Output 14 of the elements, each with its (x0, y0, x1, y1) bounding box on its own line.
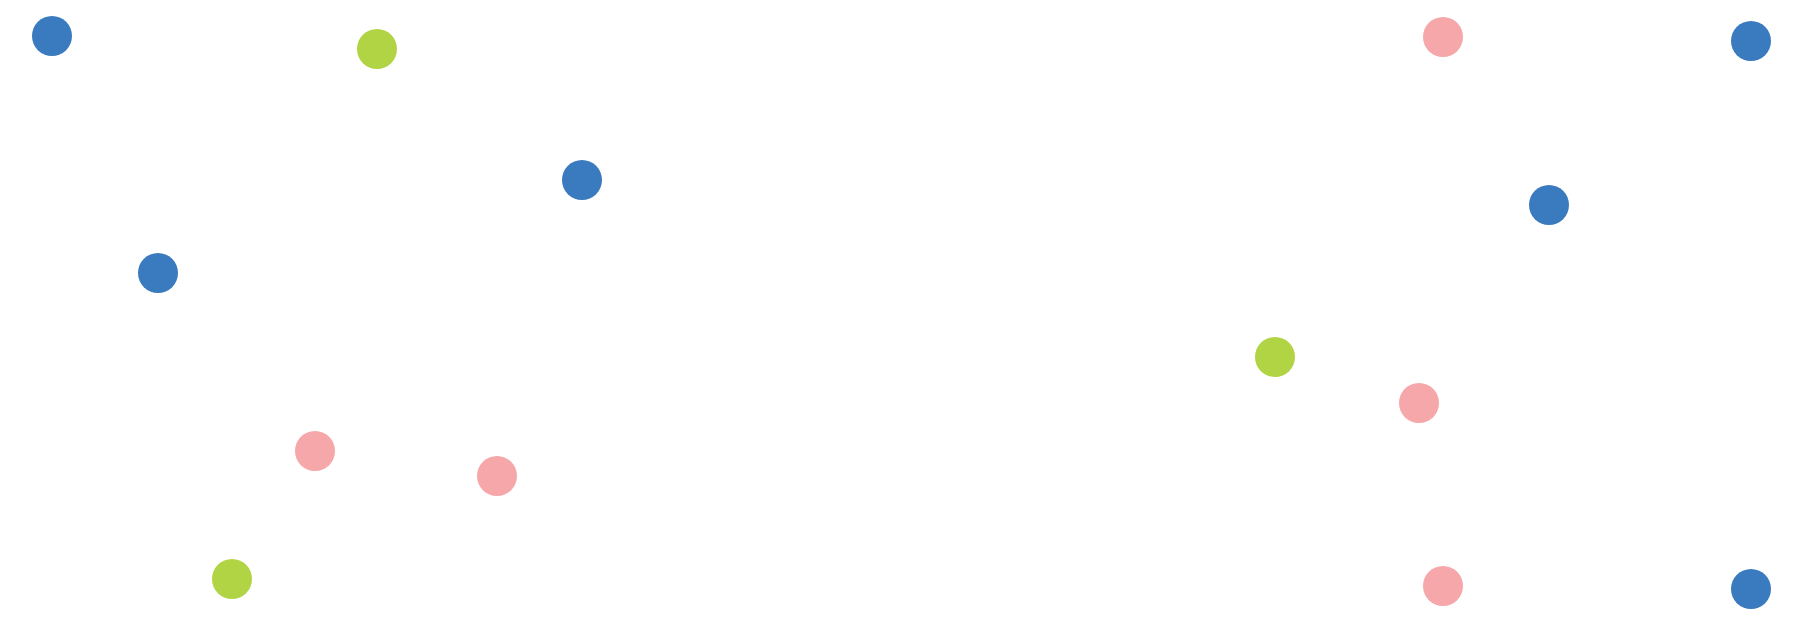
dot (1423, 566, 1463, 606)
dot (1399, 383, 1439, 423)
dot (1731, 21, 1771, 61)
dot (212, 559, 252, 599)
dot (32, 16, 72, 56)
dot (357, 29, 397, 69)
dot (477, 456, 517, 496)
dot (1423, 17, 1463, 57)
dot (295, 431, 335, 471)
dot (1255, 337, 1295, 377)
dot (562, 160, 602, 200)
dot (1529, 185, 1569, 225)
dot (138, 253, 178, 293)
dot (1731, 569, 1771, 609)
